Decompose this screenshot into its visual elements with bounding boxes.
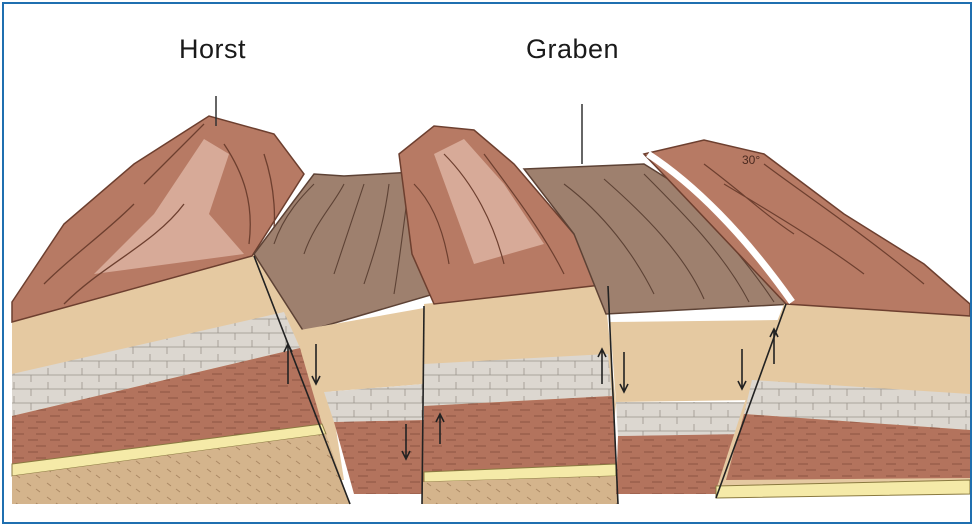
right-graben-limestone [616,402,752,436]
horst-graben-illustration: 30° [4,4,970,522]
graben-label: Graben [526,34,619,65]
central-horst-block [399,104,618,504]
horst-label: Horst [179,34,246,65]
diagram-frame: 30° Horst Graben [2,2,972,524]
dip-label: 30° [742,153,760,167]
left-graben-shale [334,420,424,494]
central-layer-shale [424,396,616,472]
